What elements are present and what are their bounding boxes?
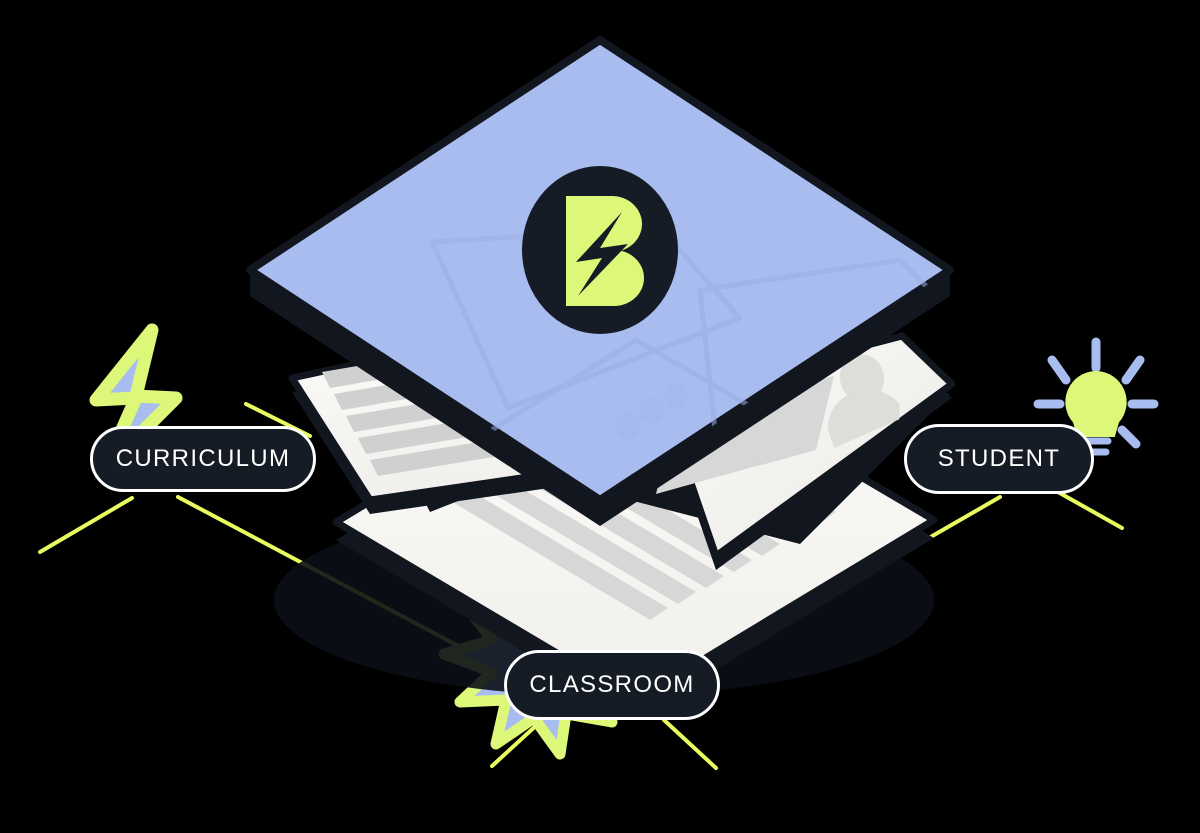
- node-label-classroom: CLASSROOM: [529, 670, 695, 698]
- connector-stub-bottom-right: [662, 718, 718, 770]
- connector-stub-left-lower: [38, 496, 134, 554]
- node-pill-student[interactable]: STUDENT: [904, 424, 1094, 494]
- blue-platform-card: [246, 36, 954, 526]
- person-avatar-icon: [827, 354, 900, 448]
- lightbulb-icon: [1033, 337, 1159, 456]
- node-pill-classroom[interactable]: CLASSROOM: [504, 650, 720, 720]
- b-bolt-logo: [522, 166, 678, 334]
- node-label-student: STUDENT: [937, 444, 1061, 472]
- lightbulb-rays: [1033, 337, 1159, 449]
- node-pill-curriculum[interactable]: CURRICULUM: [90, 426, 316, 492]
- connector-stub-right-lower: [1056, 490, 1124, 530]
- node-label-curriculum: CURRICULUM: [115, 444, 291, 472]
- connector-stub-bottom-left: [490, 720, 542, 768]
